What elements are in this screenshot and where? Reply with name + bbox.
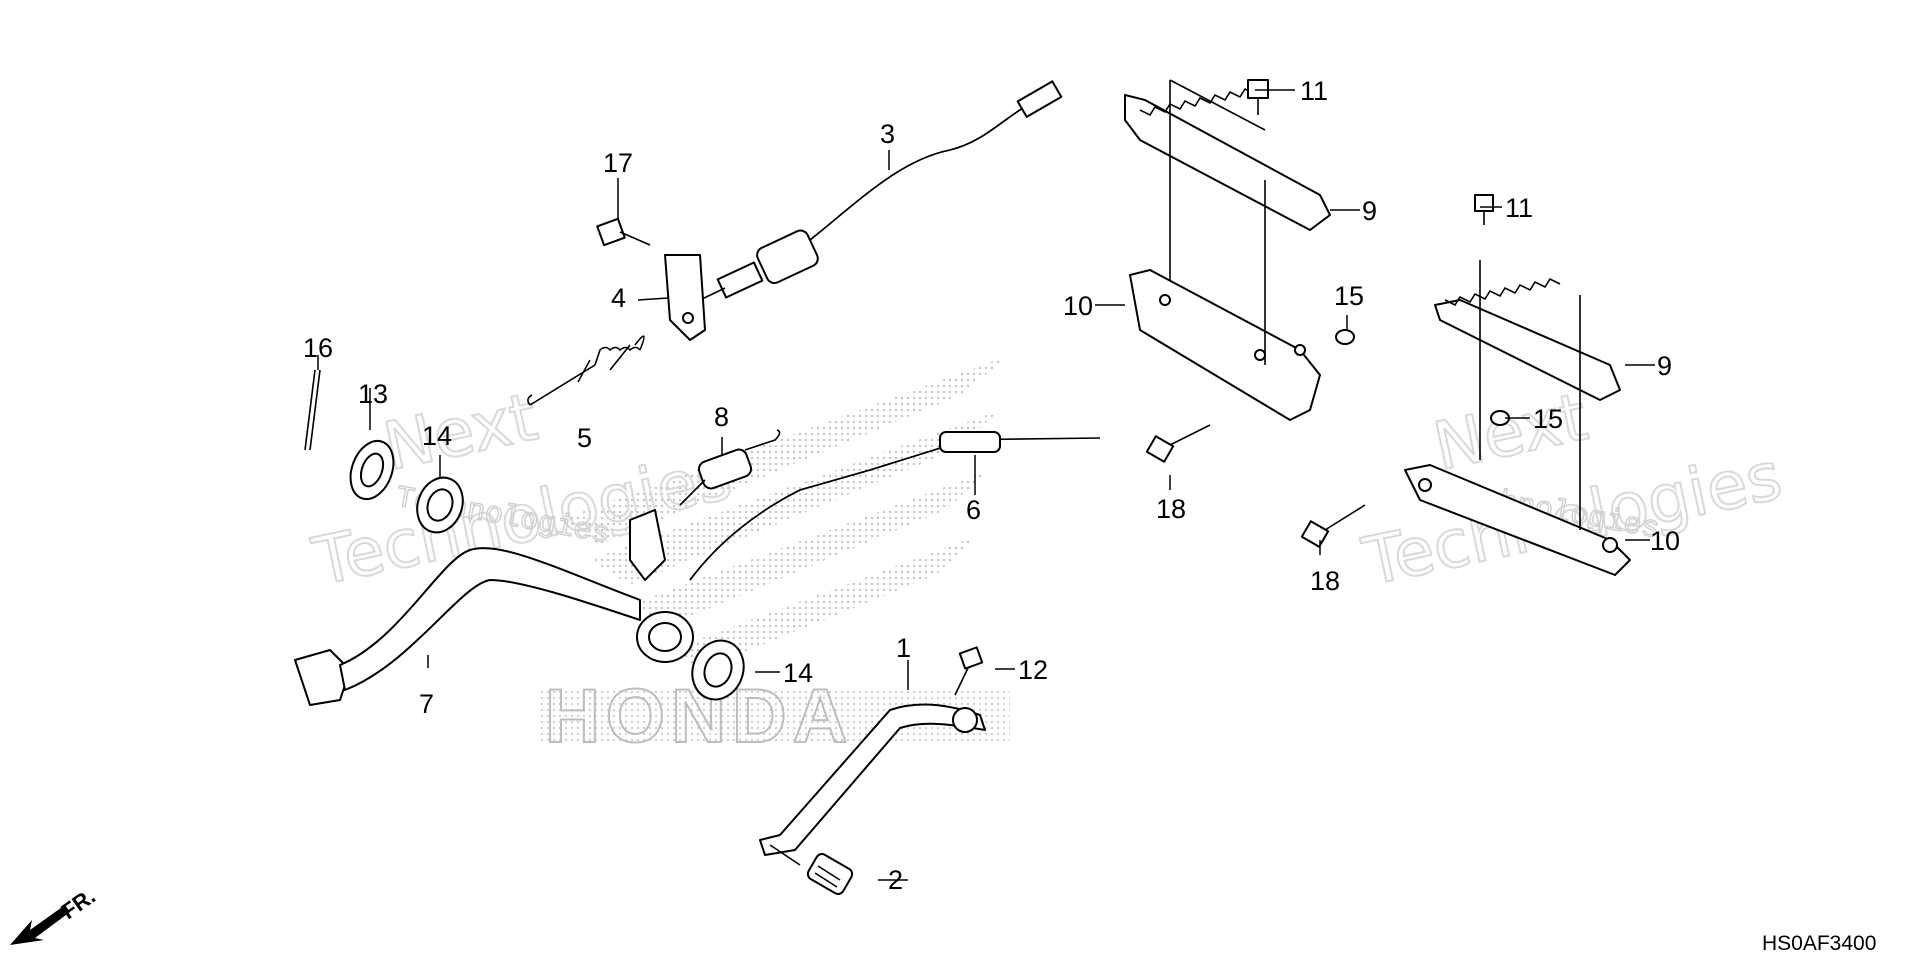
callout-10-upper: 10	[1063, 291, 1093, 321]
callout-13: 13	[358, 379, 388, 409]
callout-18-upper: 18	[1156, 494, 1186, 524]
callout-15-upper: 15	[1334, 281, 1364, 311]
callout-11-upper: 11	[1300, 76, 1328, 106]
callout-6: 6	[966, 495, 981, 525]
brake-rod	[689, 431, 1101, 581]
callout-leaders	[317, 89, 1655, 881]
washer-13	[349, 439, 395, 501]
callout-14-upper: 14	[422, 421, 452, 451]
bushing-14-lower	[691, 639, 745, 701]
diagram-code: HS0AF3400	[1762, 932, 1876, 955]
callout-7: 7	[419, 689, 434, 719]
callout-15-lower: 15	[1533, 404, 1563, 434]
callout-4: 4	[611, 283, 626, 313]
callout-18-lower: 18	[1310, 566, 1340, 596]
callout-10-lower: 10	[1650, 526, 1680, 556]
callout-14-lower: 14	[783, 658, 813, 688]
shift-pedal	[759, 703, 986, 866]
bolt-12	[954, 646, 984, 696]
callout-2: 2	[888, 865, 903, 895]
footpeg-lower	[1300, 194, 1631, 576]
switch-bracket	[596, 217, 706, 341]
callout-3: 3	[880, 119, 895, 149]
brake-pedal	[294, 509, 694, 706]
front-direction-label: FR.	[57, 883, 100, 924]
callout-8: 8	[714, 402, 729, 432]
callout-9-lower: 9	[1657, 351, 1672, 381]
callout-5: 5	[577, 423, 592, 453]
callout-12: 12	[1018, 655, 1048, 685]
return-spring	[527, 335, 645, 406]
brake-switch	[699, 80, 1063, 301]
callout-1: 1	[896, 633, 911, 663]
callout-11-lower: 11	[1505, 193, 1533, 223]
callout-9-upper: 9	[1362, 196, 1377, 226]
footpeg-upper	[1124, 79, 1355, 463]
pedal-spring	[679, 429, 781, 506]
front-direction-arrow	[10, 905, 70, 945]
bushing-14-upper	[416, 476, 464, 534]
svg-text:Next: Next	[1427, 378, 1593, 485]
svg-text:Next: Next	[377, 378, 543, 485]
shift-pedal-rubber	[806, 853, 854, 895]
callout-17: 17	[603, 148, 633, 178]
callout-16: 16	[303, 333, 333, 363]
cotter-pin	[304, 369, 321, 451]
callout-labels: 1 2 3 4 5 6 7 8 9 9 10 10 11 11 12 13 14…	[303, 76, 1680, 895]
